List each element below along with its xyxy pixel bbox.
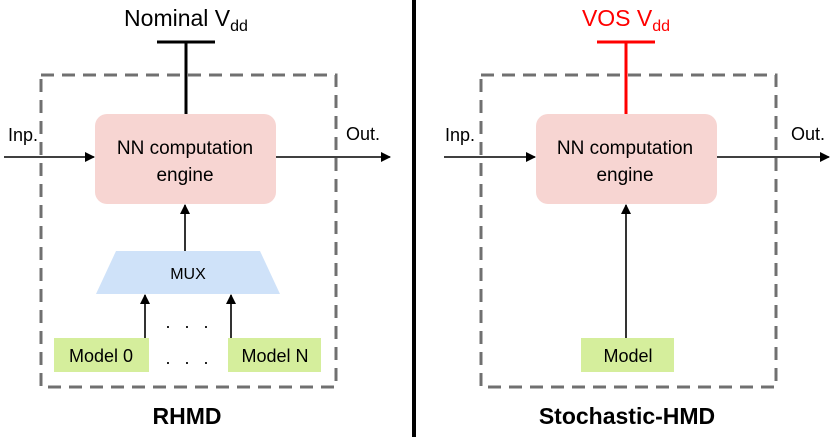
stochastic-hmd-output-label: Out.	[791, 124, 825, 144]
mux-label: MUX	[170, 266, 206, 283]
model-0-label: Model 0	[69, 346, 133, 366]
upper-ellipsis: · · ·	[165, 316, 213, 336]
stochastic-hmd-nn-engine-label-line1: NN computation	[557, 138, 693, 159]
rhmd-nn-engine-label-line2: engine	[156, 165, 213, 186]
vos-vdd-label-subscript: dd	[652, 18, 670, 35]
rhmd-caption: RHMD	[153, 403, 222, 429]
nominal-vdd-label-main: Nominal V	[124, 5, 231, 31]
mux-trapezoid	[96, 251, 280, 294]
rhmd-dashed-boundary	[39, 73, 338, 389]
stochastic-hmd-input-label: Inp.	[445, 125, 475, 145]
nominal-vdd-label-subscript: dd	[230, 18, 248, 35]
model-n-box	[228, 338, 321, 372]
rhmd-panel: Nominal Vdd Inp. Out. NN computation eng…	[4, 5, 391, 429]
vos-vdd-label-main: VOS V	[582, 5, 653, 31]
stochastic-hmd-panel: VOS Vdd Inp. Out. NN computation engine …	[444, 5, 830, 429]
model-box	[581, 338, 674, 372]
model-label: Model	[603, 346, 652, 366]
rhmd-output-label: Out.	[346, 124, 380, 144]
rhmd-nn-engine-box	[95, 114, 276, 204]
rhmd-input-label: Inp.	[8, 125, 38, 145]
model-0-box	[54, 338, 149, 372]
nominal-vdd-label: Nominal Vdd	[124, 5, 248, 35]
stochastic-hmd-dashed-boundary	[479, 73, 778, 389]
rhmd-nn-engine-label-line1: NN computation	[117, 138, 253, 159]
stochastic-hmd-nn-engine-box	[536, 114, 717, 204]
stochastic-hmd-nn-engine-label-line2: engine	[596, 165, 653, 186]
model-n-label: Model N	[241, 346, 308, 366]
stochastic-hmd-caption: Stochastic-HMD	[539, 403, 715, 429]
lower-ellipsis: · · ·	[165, 352, 213, 372]
vos-vdd-label: VOS Vdd	[582, 5, 670, 35]
